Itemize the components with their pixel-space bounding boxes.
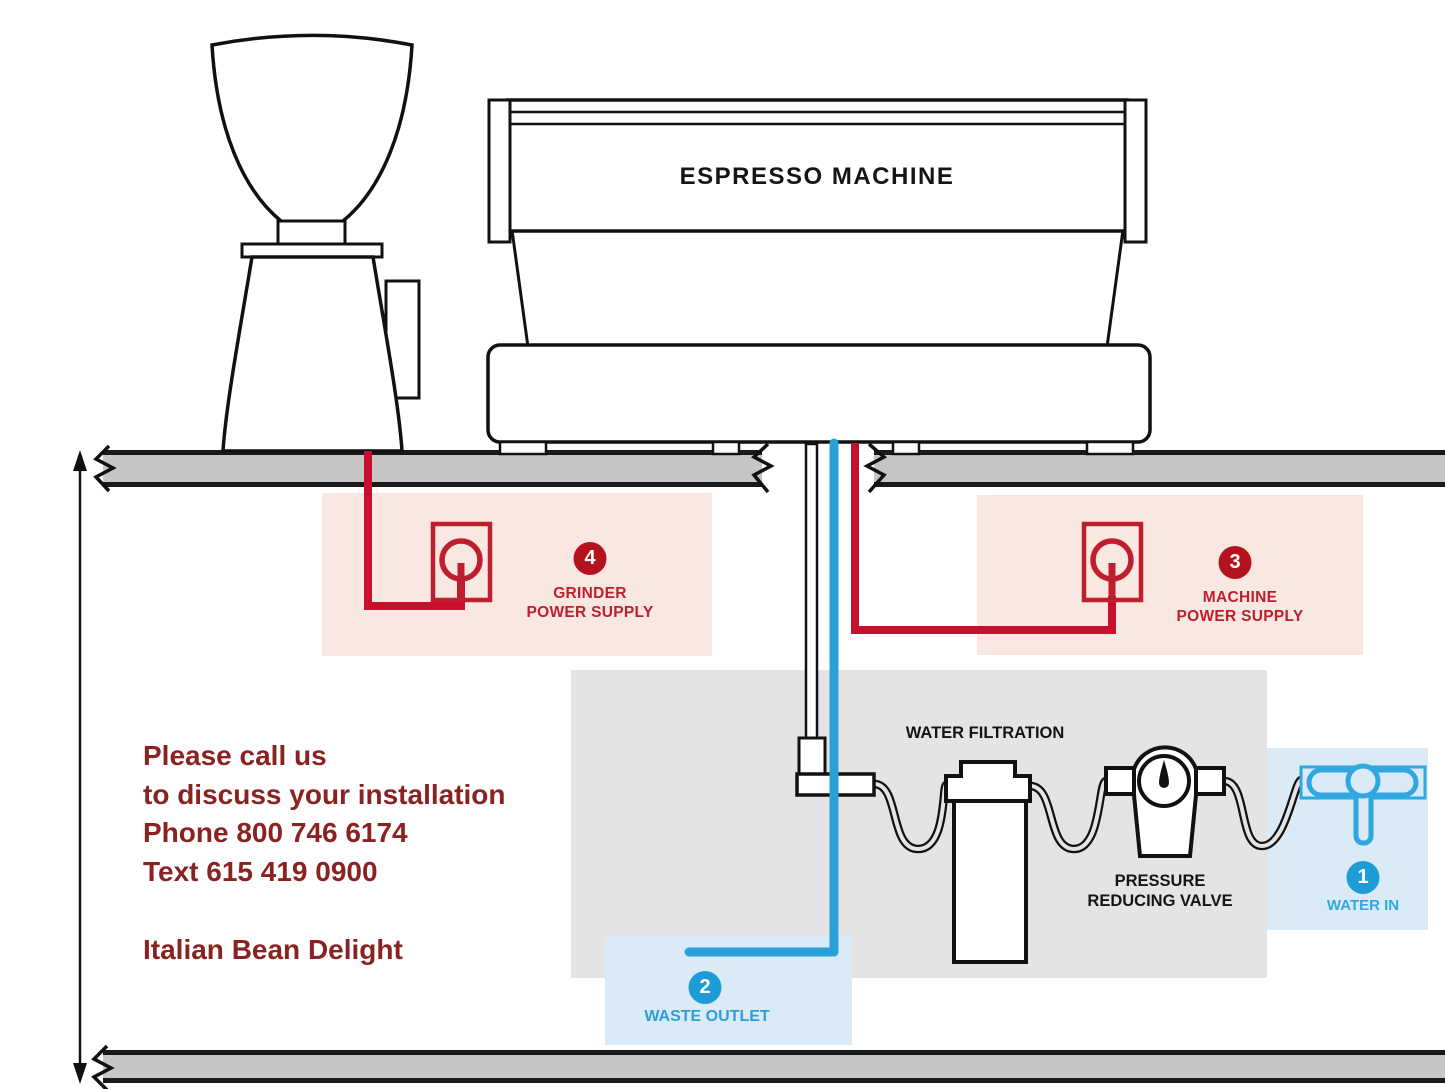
waste-outlet-label: WASTE OUTLET <box>644 1008 770 1025</box>
counter-surface <box>103 450 1445 487</box>
grinder-power-panel <box>322 493 712 656</box>
pressure-valve-label: PRESSURE REDUCING VALVE <box>1087 872 1233 910</box>
floor-surface <box>103 1050 1445 1083</box>
machine-power-cord <box>851 443 1116 634</box>
machine-outlet-icon <box>1081 521 1144 603</box>
water-in-label: WATER IN <box>1326 897 1400 914</box>
waste-water-line <box>684 438 839 957</box>
water-filter-icon <box>944 760 1032 964</box>
espresso-machine <box>486 98 1152 456</box>
machine-midsection <box>510 228 1125 349</box>
contact-line-1: Please call us <box>143 740 327 771</box>
step-badge-2: 2 <box>688 971 722 1004</box>
water-shutoff-valve-icon <box>1299 763 1427 846</box>
step-badge-4: 4 <box>573 542 607 575</box>
machine-feet <box>498 440 1135 456</box>
break-marks <box>91 442 888 1089</box>
drain-sleeve <box>797 736 827 778</box>
pressure-valve-icon <box>1104 745 1226 858</box>
contact-line-4: Text 615 419 0900 <box>143 855 378 887</box>
espresso-machine-label: ESPRESSO MACHINE <box>679 163 955 190</box>
machine-side-tab-left <box>487 98 512 244</box>
grinder-hopper <box>210 33 414 226</box>
height-dimension-arrow <box>73 450 87 1084</box>
water-filtration-label: WATER FILTRATION <box>905 724 1065 742</box>
brand-name: Italian Bean Delight <box>143 934 403 965</box>
machine-power-label: MACHINE POWER SUPPLY <box>1176 589 1304 625</box>
grinder-body <box>221 255 404 453</box>
grinder-outlet-icon <box>430 521 493 603</box>
machine-side-tab-right <box>1123 98 1148 244</box>
step-badge-3: 3 <box>1218 546 1252 579</box>
machine-base <box>486 343 1152 444</box>
grinder-power-label: GRINDER POWER SUPPLY <box>526 585 654 621</box>
grinder-collar <box>240 242 384 259</box>
step-badge-1: 1 <box>1346 861 1380 894</box>
supply-hoses <box>873 775 1305 854</box>
contact-line-3: Phone 800 746 6174 <box>143 817 408 848</box>
contact-info: Please call us to discuss your installat… <box>143 737 506 891</box>
coffee-grinder <box>210 33 421 453</box>
gauge-needle <box>1159 760 1169 788</box>
contact-line-2: to discuss your installation <box>143 778 506 810</box>
grinder-neck <box>276 219 347 246</box>
